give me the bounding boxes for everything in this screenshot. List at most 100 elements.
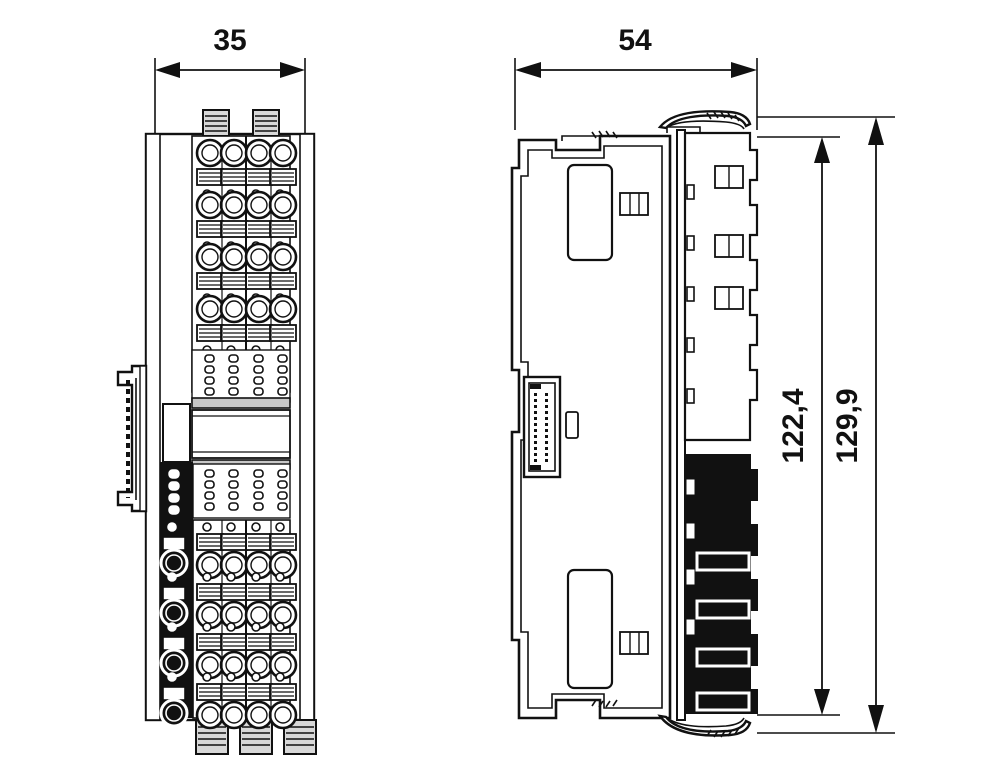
terminal-row-lower: [159, 622, 298, 680]
connector-pin: [534, 435, 537, 438]
terminal-circle-inner: [201, 706, 219, 724]
bottom-tab-group: [195, 719, 317, 755]
vent-hole-dark: [168, 505, 180, 515]
terminal-cell: [219, 242, 249, 303]
vent-hole: [253, 387, 264, 396]
connector-pin: [545, 435, 548, 438]
terminal-circle-inner: [274, 196, 292, 214]
terminal-circle-inner: [201, 196, 219, 214]
test-point-dark: [167, 522, 177, 532]
test-point: [275, 572, 285, 582]
housing-knurl-top: [591, 130, 618, 139]
carrier-slot: [695, 599, 751, 620]
vent-hole: [277, 376, 288, 385]
terminal-circle-inner: [250, 656, 268, 674]
connector-pin: [545, 459, 548, 462]
dimension-129-9: 129,9: [757, 116, 895, 734]
vent-hole-dark: [168, 493, 180, 503]
test-point: [202, 672, 212, 682]
arrow-bottom-122: [814, 689, 830, 715]
test-point: [226, 522, 236, 532]
connector-pin: [534, 393, 537, 396]
test-point: [202, 522, 212, 532]
top-tab-group: [202, 109, 280, 137]
connector-pin: [534, 417, 537, 420]
test-point: [202, 572, 212, 582]
test-point: [202, 622, 212, 632]
terminal-circle-inner: [250, 556, 268, 574]
left-bus-connector: [116, 364, 148, 513]
dimension-label-height-overall: 129,9: [831, 388, 864, 463]
clamp-body-dark: [162, 586, 186, 601]
bottom-latch-hook: [657, 714, 752, 738]
carrier-notch: [686, 286, 695, 302]
vent-hole: [253, 480, 264, 489]
connector-pin: [545, 453, 548, 456]
dimension-122-4: 122,4: [757, 136, 840, 716]
lower-vent-block: [168, 463, 291, 519]
test-point: [275, 622, 285, 632]
vent-hole: [228, 502, 239, 511]
vent-hole: [204, 376, 215, 385]
arrow-left-54: [515, 62, 541, 78]
carrier-slot: [695, 647, 751, 668]
vent-hole: [253, 365, 264, 374]
bus-flange: [139, 365, 147, 512]
connector-pin: [545, 423, 548, 426]
vent-hole: [204, 480, 215, 489]
terminal-circle-inner: [274, 300, 292, 318]
vent-hole: [253, 469, 264, 478]
connector-key-bottom: [530, 465, 541, 470]
terminal-circle-inner: [250, 144, 268, 162]
middle-label-band: [162, 397, 291, 470]
connector-pin: [534, 411, 537, 414]
bottom-tab-body: [239, 719, 273, 755]
terminal-cell: [219, 138, 249, 199]
band-window: [191, 409, 291, 459]
terminal-circle-dark-inner: [165, 654, 183, 672]
side-lower-slots: [695, 551, 751, 712]
dimension-label-height-body: 122,4: [777, 388, 810, 463]
side-lower-pad: [566, 568, 614, 690]
terminal-circle-inner: [225, 606, 243, 624]
terminal-circle-dark-inner: [165, 704, 183, 722]
vent-hole: [228, 376, 239, 385]
vent-hole: [228, 387, 239, 396]
terminal-circle-inner: [201, 606, 219, 624]
connector-pin-grid: [534, 393, 548, 462]
test-point: [226, 622, 236, 632]
terminal-circle-inner: [225, 656, 243, 674]
terminal-circle-inner: [201, 300, 219, 318]
vent-hole: [277, 469, 288, 478]
vent-hole: [204, 354, 215, 363]
terminal-circle-inner: [250, 606, 268, 624]
terminal-circle-inner: [274, 144, 292, 162]
connector-pin: [534, 399, 537, 402]
terminal-row-lower: [159, 522, 298, 580]
terminal-cell: [268, 242, 298, 303]
terminal-circle-dark-inner: [165, 554, 183, 572]
side-upper-notches: [686, 184, 695, 404]
terminal-circle-inner: [225, 248, 243, 266]
connector-pin: [534, 447, 537, 450]
vent-hole: [204, 387, 215, 396]
side-pin-connector: [522, 375, 579, 479]
arrow-top-122: [814, 137, 830, 163]
test-point: [251, 522, 261, 532]
slot-frame: [619, 192, 649, 216]
terminal-row: [195, 294, 298, 355]
carrier-notch: [686, 235, 695, 251]
vent-hole: [204, 502, 215, 511]
vent-hole: [277, 480, 288, 489]
terminal-circle-inner: [225, 706, 243, 724]
connector-pin: [545, 405, 548, 408]
terminal-cell: [195, 294, 225, 355]
clamp-body-dark: [162, 636, 186, 651]
top-latch-hook: [657, 110, 752, 130]
terminal-circle-inner: [201, 248, 219, 266]
latch-hook-line: [665, 716, 745, 728]
clamp-body-dark: [162, 686, 186, 701]
connector-pin: [534, 405, 537, 408]
latch-hook-line: [665, 120, 745, 130]
